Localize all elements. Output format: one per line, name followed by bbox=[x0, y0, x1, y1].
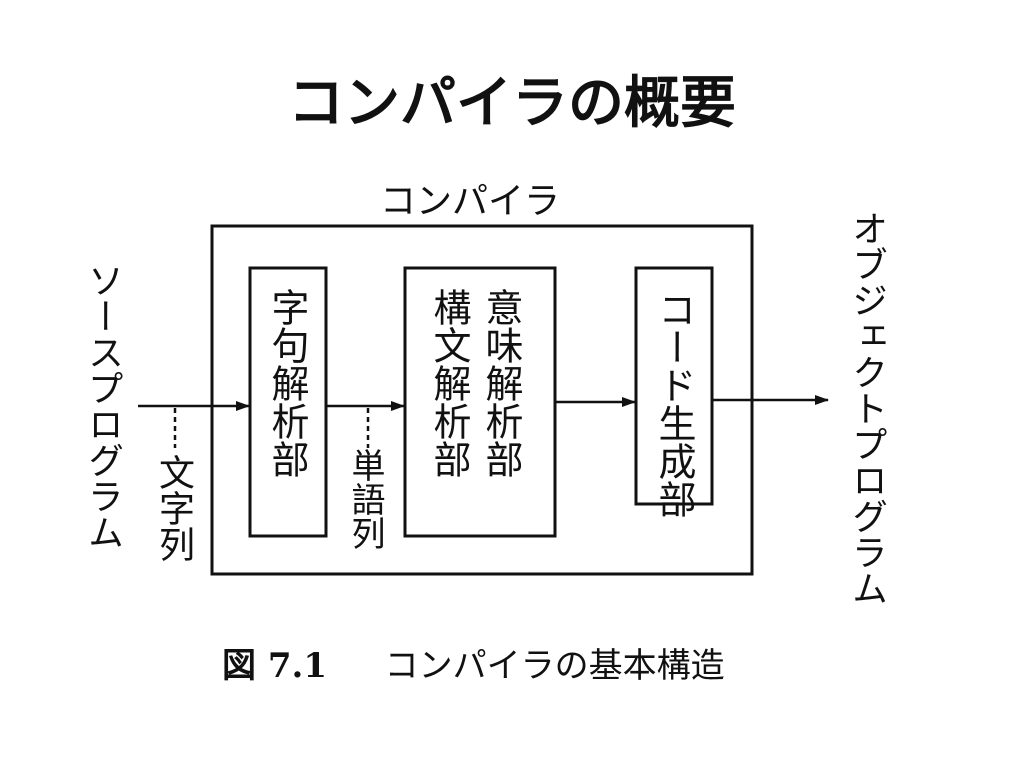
semantic-analyzer-label: 意味解析部 bbox=[479, 288, 523, 478]
figure-caption: 図 7.1 コンパイラの基本構造 bbox=[222, 638, 725, 687]
char-stream-label: 文字列 bbox=[153, 454, 194, 562]
source-program-label: ソースプログラム bbox=[82, 262, 123, 550]
lexical-analyzer-label: 字句解析部 bbox=[265, 288, 309, 478]
syntax-analyzer-label: 構文解析部 bbox=[427, 288, 471, 478]
compiler-label: コンパイラ bbox=[380, 181, 561, 222]
caption-text: コンパイラの基本構造 bbox=[384, 646, 725, 686]
codegen-box bbox=[634, 266, 714, 506]
figure-number: 図 7.1 bbox=[222, 646, 327, 686]
object-program-label: オブジェクトプログラム bbox=[846, 210, 887, 606]
lexical-analyzer-box bbox=[248, 266, 328, 538]
slide-title: コンパイラの概要 bbox=[288, 71, 736, 136]
token-stream-label: 単語列 bbox=[345, 448, 385, 550]
codegen-label: コード生成部 bbox=[652, 290, 696, 518]
parser-box bbox=[403, 266, 557, 538]
